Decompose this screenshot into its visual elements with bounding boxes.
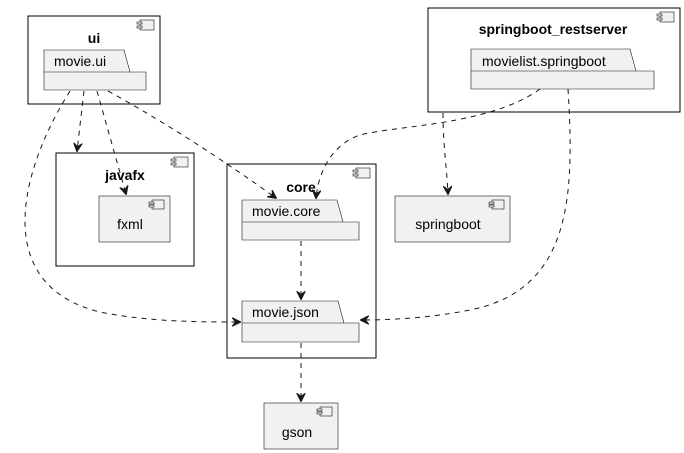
edge-movielist-springboot-to-springboot (442, 112, 448, 194)
edge-movie-ui-to-fxml (96, 90, 126, 194)
package-movie-ui[interactable]: movie.ui (43, 49, 147, 91)
component-title: javafx (104, 167, 145, 183)
dependency-edges (24, 88, 571, 401)
component-label: gson (282, 424, 312, 440)
component-title: springboot_restserver (479, 21, 628, 37)
package-label: movie.core (252, 203, 321, 219)
edge-movie-ui-to-javafx (77, 90, 85, 151)
component-fxml[interactable]: fxml (98, 195, 171, 243)
component-icon (656, 11, 675, 23)
component-springboot[interactable]: springboot (394, 195, 511, 243)
component-javafx[interactable]: javafx fxml (55, 152, 195, 267)
component-title: ui (88, 30, 100, 46)
package-movielist-springboot[interactable]: movielist.springboot (470, 48, 655, 90)
edge-movie-ui-to-movie-core (107, 90, 276, 198)
package-movie-core[interactable]: movie.core (241, 199, 360, 241)
component-title: core (286, 179, 316, 195)
component-label: fxml (117, 216, 143, 232)
package-label: movie.json (252, 304, 319, 320)
component-icon (316, 406, 333, 417)
package-label: movielist.springboot (482, 53, 606, 69)
component-gson[interactable]: gson (263, 402, 339, 450)
component-icon (352, 167, 371, 179)
package-label: movie.ui (54, 53, 106, 69)
edge-movie-ui-to-movie-json (24, 90, 240, 322)
component-icon (148, 199, 165, 210)
component-icon (136, 19, 155, 31)
edge-movielist-springboot-to-movie-json (361, 88, 571, 320)
component-springboot-restserver[interactable]: springboot_restserver movielist.springbo… (427, 7, 681, 113)
component-icon (170, 156, 189, 168)
edge-movielist-springboot-to-movie-core (316, 88, 541, 198)
component-icon (488, 199, 505, 210)
package-movie-json[interactable]: movie.json (241, 300, 360, 343)
component-label: springboot (415, 216, 480, 232)
component-ui[interactable]: ui movie.ui (27, 15, 161, 105)
